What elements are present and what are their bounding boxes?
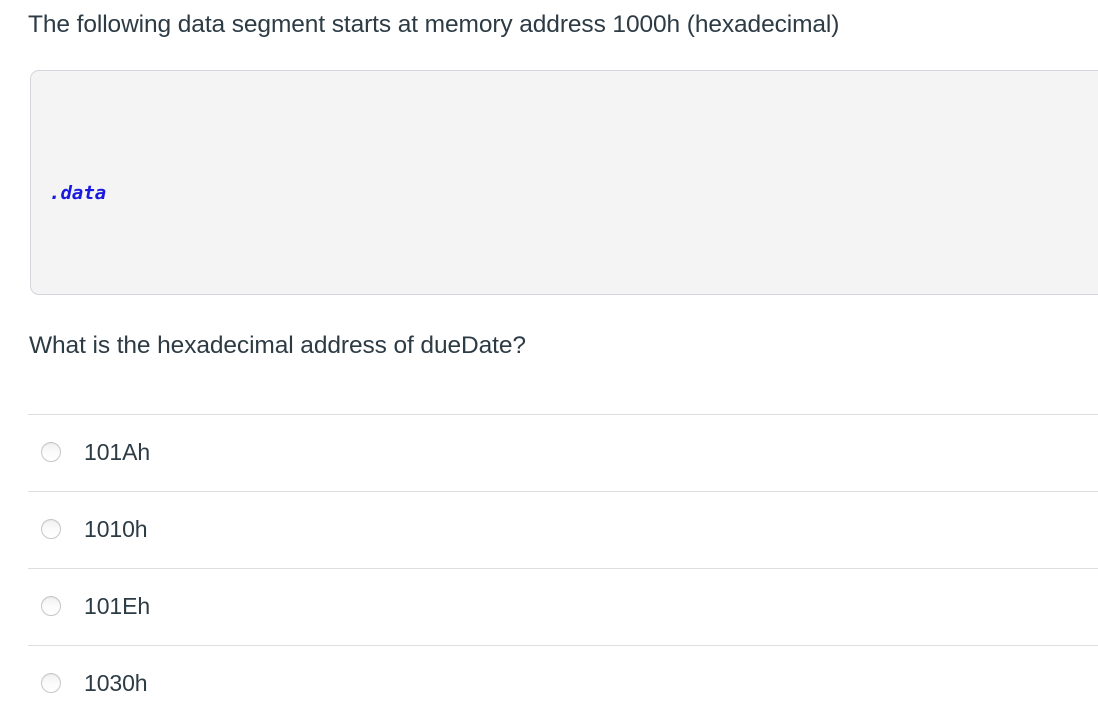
answer-option-label: 101Ah xyxy=(84,439,151,465)
code-content: .data printString BYTE "Assembly is fun"… xyxy=(49,88,518,294)
code-line: .data xyxy=(49,178,518,208)
assembly-directive: .data xyxy=(49,182,107,204)
question-text: What is the hexadecimal address of dueDa… xyxy=(29,332,526,359)
answer-option-1[interactable]: 1010h xyxy=(28,491,1098,568)
page-title: The following data segment starts at mem… xyxy=(28,11,840,38)
radio-button-icon[interactable] xyxy=(41,596,61,616)
code-block: .data printString BYTE "Assembly is fun"… xyxy=(30,70,1098,295)
answer-option-3[interactable]: 1030h xyxy=(28,645,1098,722)
answer-option-2[interactable]: 101Eh xyxy=(28,568,1098,645)
answer-option-label: 101Eh xyxy=(84,593,151,619)
answer-option-0[interactable]: 101Ah xyxy=(28,414,1098,491)
radio-button-icon[interactable] xyxy=(41,519,61,539)
radio-button-icon[interactable] xyxy=(41,442,61,462)
answer-option-label: 1010h xyxy=(84,516,148,542)
radio-button-icon[interactable] xyxy=(41,673,61,693)
answer-options-list: 101Ah 1010h 101Eh 1030h xyxy=(0,414,1098,722)
answer-option-label: 1030h xyxy=(84,670,148,696)
